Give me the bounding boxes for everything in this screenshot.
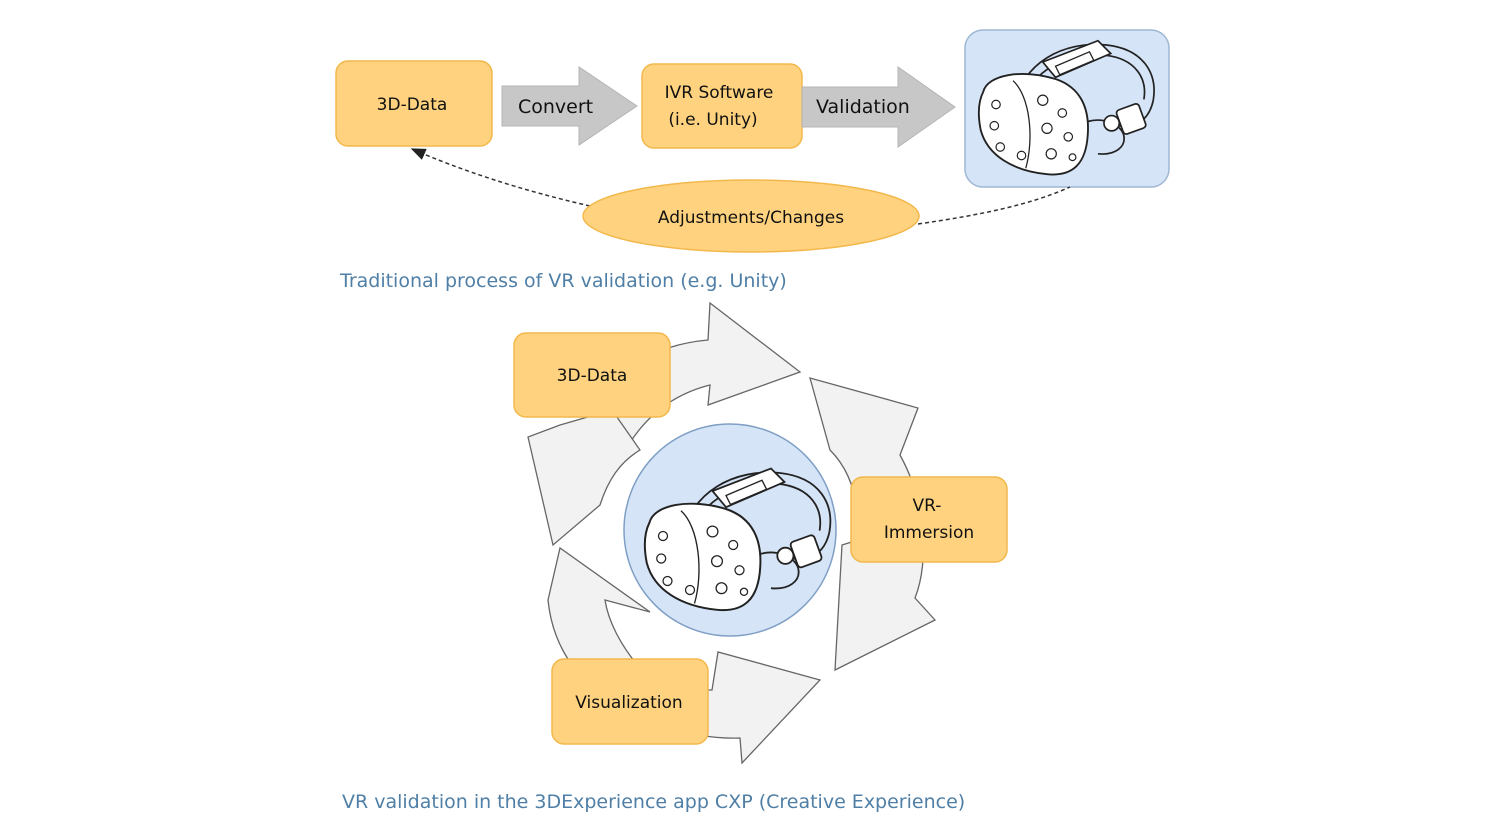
- convert-arrow: Convert: [501, 66, 638, 146]
- adjustments-label: Adjustments/Changes: [658, 208, 844, 228]
- cycle-3d-data-box: 3D-Data: [513, 332, 671, 418]
- cycle-arrow-upper-left: [527, 409, 641, 547]
- center-headset-circle: [623, 423, 837, 637]
- top-headset-panel: [964, 29, 1170, 188]
- convert-label: Convert: [518, 96, 593, 118]
- top-3d-data-box: 3D-Data: [335, 60, 493, 147]
- adjustments-ellipse: Adjustments/Changes: [582, 179, 920, 253]
- feedback-line-right: [917, 186, 1071, 225]
- validation-arrow: Validation: [801, 66, 956, 148]
- cycle-3d-data-label: 3D-Data: [557, 366, 628, 386]
- visualization-box: Visualization: [551, 658, 709, 745]
- visualization-label: Visualization: [575, 693, 682, 713]
- cycle-caption: VR validation in the 3DExperience app CX…: [342, 791, 965, 813]
- validation-label: Validation: [816, 96, 910, 118]
- vr-immersion-label-1: VR-: [913, 496, 942, 516]
- ivr-software-label: IVR Software: [665, 83, 774, 103]
- traditional-caption: Traditional process of VR validation (e.…: [339, 270, 787, 292]
- ivr-software-sublabel: (i.e. Unity): [668, 110, 757, 130]
- vr-immersion-label-2: Immersion: [884, 523, 974, 543]
- ivr-software-box: IVR Software (i.e. Unity): [641, 63, 803, 149]
- vr-immersion-box: VR- Immersion: [850, 476, 1008, 563]
- top-3d-data-label: 3D-Data: [377, 95, 448, 115]
- feedback-line-left: [410, 148, 591, 207]
